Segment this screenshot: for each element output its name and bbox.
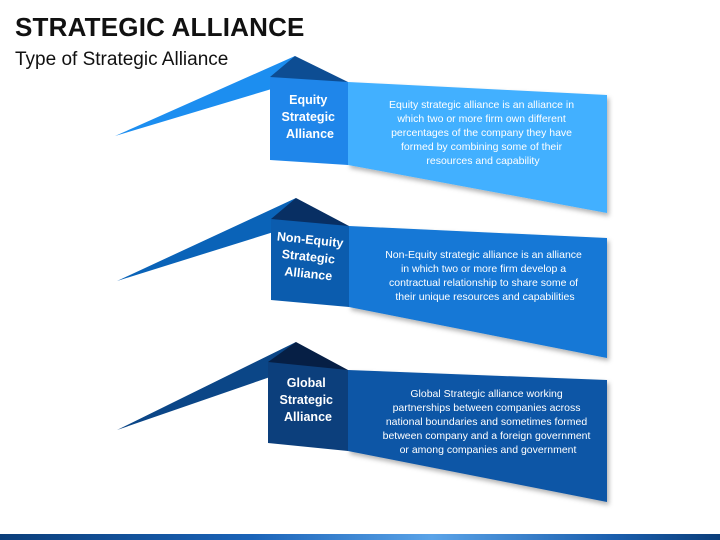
slide-title: STRATEGIC ALLIANCE [15,12,305,42]
arrow-wedge [117,342,296,430]
label-box [268,362,348,451]
description-panel [348,370,607,502]
alliance-row-non-equity: Non-Equity Strategic Alliance Non-Equity… [117,198,607,358]
alliance-row-equity: Equity Strategic Alliance Equity strateg… [115,56,607,213]
description-panel [349,226,607,358]
alliance-label: Equity Strategic Alliance [282,93,339,141]
arrow-wedge [115,56,295,136]
arrow-wedge [117,198,296,281]
alliance-description: Non-Equity strategic alliance is an alli… [385,249,585,303]
alliance-label: Non-Equity Strategic Alliance [273,229,348,284]
label-box [270,77,348,165]
alliance-row-global: Global Strategic Alliance Global Strateg… [117,342,607,502]
description-panel [348,82,607,213]
bottom-decorative-strip [0,534,720,540]
alliance-label: Global Strategic Alliance [280,376,337,424]
slide-subtitle: Type of Strategic Alliance [15,49,229,70]
alliance-description: Equity strategic alliance is an alliance… [389,99,577,167]
label-box [271,219,349,307]
alliance-description: Global Strategic alliance working partne… [383,388,594,456]
